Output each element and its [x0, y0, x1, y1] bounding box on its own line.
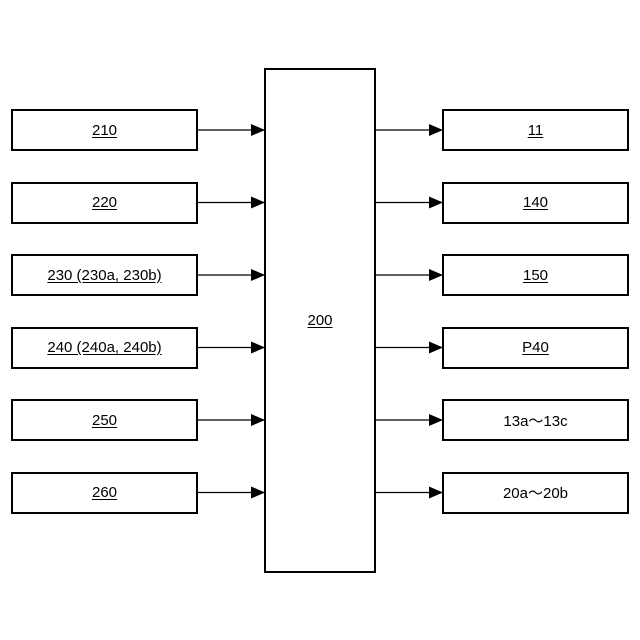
output-block-140: 140	[442, 182, 629, 224]
output-block-13a-13c: 13a～13c	[442, 399, 629, 441]
input-block-250: 250	[11, 399, 198, 441]
center-block-label: 200	[307, 312, 332, 329]
input-block-230: 230 (230a, 230b)	[11, 254, 198, 296]
output-block-label: 13a～13c	[503, 410, 567, 431]
output-block-label: 150	[523, 267, 548, 284]
input-block-label: 240 (240a, 240b)	[47, 339, 161, 356]
input-block-label: 230 (230a, 230b)	[47, 267, 161, 284]
output-block-label: P40	[522, 339, 549, 356]
output-block-150: 150	[442, 254, 629, 296]
output-block-11: 11	[442, 109, 629, 151]
input-block-220: 220	[11, 182, 198, 224]
input-block-label: 250	[92, 412, 117, 429]
input-block-240: 240 (240a, 240b)	[11, 327, 198, 369]
output-block-label: 140	[523, 194, 548, 211]
input-block-260: 260	[11, 472, 198, 514]
output-block-label: 11	[528, 122, 544, 139]
output-block-label: 20a～20b	[503, 482, 568, 503]
input-block-210: 210	[11, 109, 198, 151]
output-block-20a-20b: 20a～20b	[442, 472, 629, 514]
center-block-200: 200	[264, 68, 376, 573]
input-block-label: 260	[92, 484, 117, 501]
input-block-label: 220	[92, 194, 117, 211]
output-block-p40: P40	[442, 327, 629, 369]
input-block-label: 210	[92, 122, 117, 139]
